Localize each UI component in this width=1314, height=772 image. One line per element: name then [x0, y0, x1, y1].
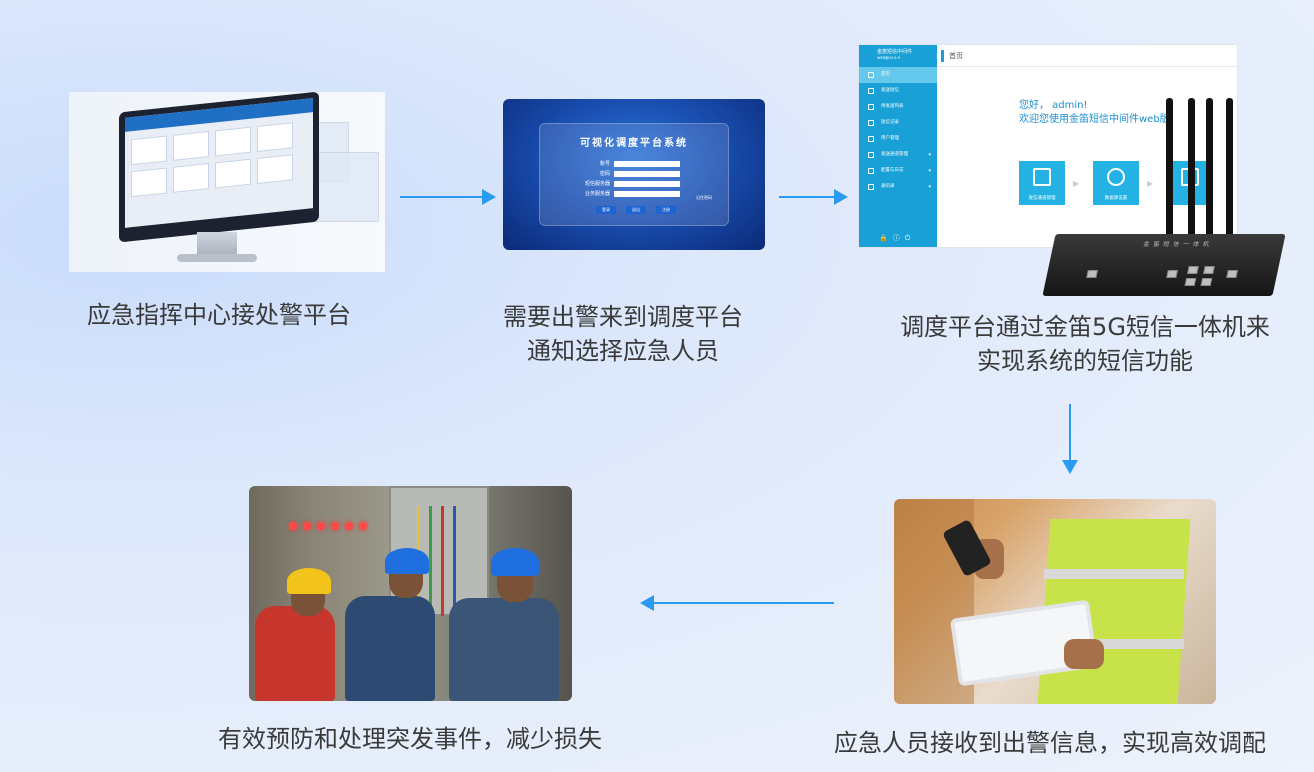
admin-topbar: 首页: [937, 45, 1237, 67]
electricians-at-panel-image: [249, 486, 572, 701]
responder-with-tablet-image: [894, 499, 1216, 704]
admin-breadcrumb: 首页: [949, 52, 963, 60]
step5-caption: 有效预防和处理突发事件，减少损失: [190, 722, 630, 756]
step3-caption-line2: 实现系统的短信功能: [977, 347, 1193, 375]
step2-caption: 需要出警来到调度平台 通知选择应急人员: [483, 300, 763, 368]
admin-sidebar: 金笛短信中间件 WEB版V3.6.9 首页 发送短信 待发送列表 短信记录 用户…: [859, 45, 937, 247]
login-panel: 可视化调度平台系统 账号 密码 短信服务器 业务服务器 记住密码 登录 退出 注…: [539, 123, 729, 226]
menu-item-pending-list: 待发送列表: [859, 99, 937, 115]
antenna-3: [1206, 98, 1213, 238]
login-title: 可视化调度平台系统: [580, 138, 688, 149]
register-button: 注册: [656, 206, 676, 214]
antenna-2: [1188, 98, 1195, 238]
menu-item-home: 首页: [859, 67, 937, 83]
step4-caption-line1: 应急人员接收到出警信息，实现高效调配: [834, 729, 1266, 757]
login-field-account: 账号: [578, 160, 680, 169]
admin-welcome: 您好， admin! 欢迎您使用金笛短信中间件web版。: [1019, 99, 1180, 127]
chevron-down-icon: ▾: [928, 168, 931, 174]
menu-item-channel-management: 发送通道管理▾: [859, 147, 937, 163]
arrow-step2-to-step3: [779, 189, 848, 205]
card-arrow-icon: ▶: [1147, 179, 1154, 188]
step1-caption-line1: 应急指挥中心接处警平台: [87, 301, 351, 329]
step3-caption: 调度平台通过金笛5G短信一体机来 实现系统的短信功能: [880, 310, 1290, 378]
sidebar-footer-icons: 🔒ⓘ⏻: [879, 234, 916, 242]
menu-item-send-sms: 发送短信: [859, 83, 937, 99]
arrow-step1-to-step2: [400, 189, 496, 205]
chevron-down-icon: ▾: [928, 152, 931, 158]
menu-item-sms-records: 短信记录: [859, 115, 937, 131]
step5-caption-line1: 有效预防和处理突发事件，减少损失: [218, 725, 602, 753]
menu-item-config-logs: 配置与日志▾: [859, 163, 937, 179]
device-label: 金 笛 短 信 一 体 机: [1142, 241, 1211, 248]
command-center-monitor-image: [69, 92, 385, 272]
login-field-password: 密码: [578, 170, 680, 179]
step2-caption-line2: 通知选择应急人员: [527, 337, 719, 365]
card-arrow-icon: ▶: [1073, 179, 1080, 188]
step4-caption: 应急人员接收到出警信息，实现高效调配: [812, 726, 1288, 760]
chevron-down-icon: ▾: [928, 184, 931, 190]
menu-item-user-management: 用户管理: [859, 131, 937, 147]
exit-button: 退出: [626, 206, 646, 214]
admin-brand: 金笛短信中间件 WEB版V3.6.9: [877, 49, 913, 60]
menu-item-address-book: 通讯录▾: [859, 179, 937, 195]
sms-terminal-device: 金 笛 短 信 一 体 机: [1042, 234, 1286, 296]
step1-caption: 应急指挥中心接处警平台: [69, 298, 369, 332]
sms-middleware-web-image: 金笛短信中间件 WEB版V3.6.9 首页 发送短信 待发送列表 短信记录 用户…: [858, 44, 1238, 248]
channel-icon: [1033, 168, 1051, 186]
antenna-4: [1226, 98, 1233, 238]
card-data-source: 数据源设置: [1093, 161, 1139, 205]
admin-welcome-text: 欢迎您使用金笛短信中间件web版。: [1019, 114, 1180, 125]
remember-password: 记住密码: [696, 195, 712, 200]
login-button: 登录: [596, 206, 616, 214]
admin-greeting: 您好， admin!: [1019, 100, 1088, 111]
step2-caption-line1: 需要出警来到调度平台: [503, 303, 743, 331]
login-field-business-server: 业务服务器: [578, 190, 680, 199]
arrow-step3-to-step4: [1062, 404, 1078, 474]
monitor-frame: [119, 92, 319, 243]
database-icon: [1107, 168, 1125, 186]
card-channel-management: 发信通道管理: [1019, 161, 1065, 205]
step3-caption-line1: 调度平台通过金笛5G短信一体机来: [900, 313, 1270, 341]
login-field-sms-server: 短信服务器: [578, 180, 680, 189]
dispatch-platform-login-image: 可视化调度平台系统 账号 密码 短信服务器 业务服务器 记住密码 登录 退出 注…: [503, 99, 765, 250]
arrow-step4-to-step5: [640, 595, 834, 611]
antenna-1: [1166, 98, 1173, 238]
